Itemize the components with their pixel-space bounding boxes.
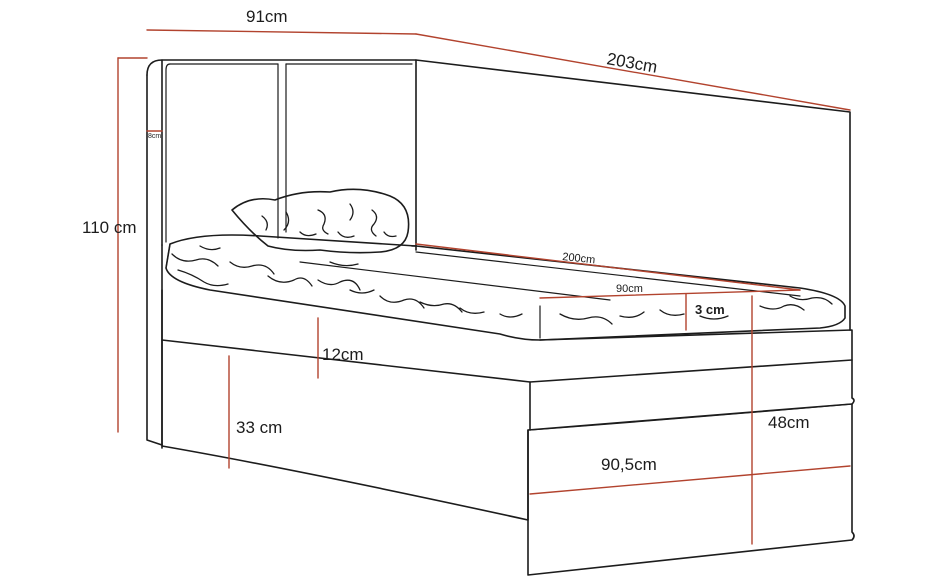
dim-line-mattress-length bbox=[415, 243, 801, 291]
label-length-total: 203cm bbox=[605, 49, 659, 77]
dim-line-width bbox=[146, 29, 417, 35]
dim-line-box-width bbox=[529, 465, 851, 495]
label-width-headboard: 91cm bbox=[246, 7, 288, 26]
label-height-total: 110 cm bbox=[82, 218, 137, 237]
headboard bbox=[146, 59, 851, 446]
label-box-width: 90,5cm bbox=[601, 455, 657, 474]
dim-line-mattress-width bbox=[539, 289, 801, 299]
label-topper-thickness: 3 cm bbox=[695, 302, 725, 317]
pillow bbox=[231, 188, 410, 254]
mattress-topper bbox=[165, 234, 846, 341]
label-box-height: 33 cm bbox=[236, 418, 282, 437]
label-headboard-thickness: 8cm bbox=[148, 133, 161, 140]
label-mattress-height: 12cm bbox=[322, 345, 364, 364]
label-mattress-width: 90cm bbox=[616, 283, 643, 295]
dimension-labels: 91cm 203cm 110 cm 8cm 200cm 90cm 3 cm 12… bbox=[82, 7, 810, 474]
dim-line-length bbox=[415, 33, 851, 111]
dimension-lines bbox=[117, 29, 851, 545]
label-mattress-length: 200cm bbox=[562, 251, 596, 266]
label-bed-height: 48cm bbox=[768, 413, 810, 432]
box-base bbox=[161, 289, 855, 576]
